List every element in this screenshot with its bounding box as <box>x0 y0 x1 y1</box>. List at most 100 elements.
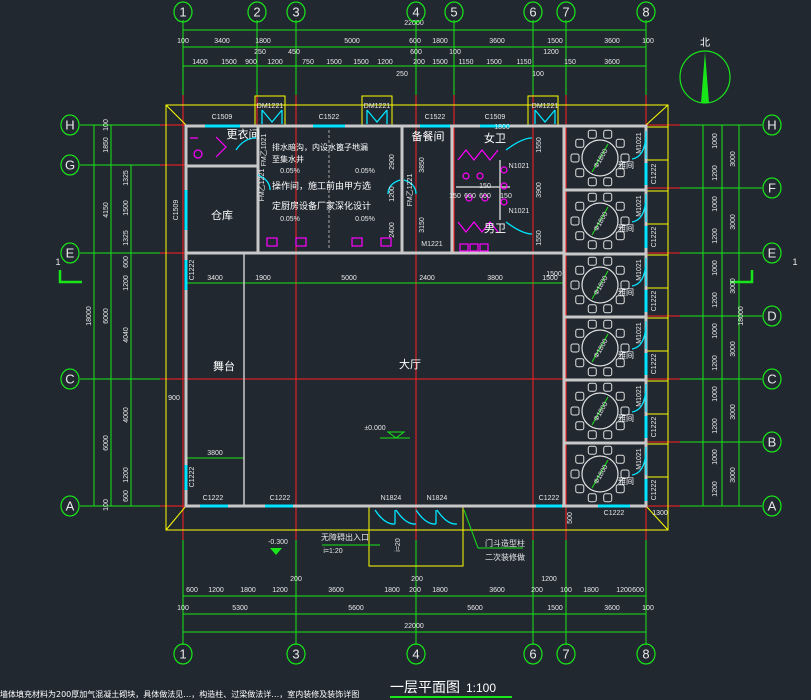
dim-interior: 1550 <box>536 230 543 246</box>
dim-bottom: 1200 <box>272 587 288 594</box>
dim-right: 1000 <box>712 260 719 276</box>
window-label: C1509 <box>485 114 506 121</box>
dim-interior: 3900 <box>536 182 543 198</box>
window-label: C1222 <box>189 467 196 488</box>
private-room-label: 雅间 <box>618 350 634 360</box>
chair <box>570 343 580 353</box>
axis-bubble-top: 6 <box>523 1 543 23</box>
dim-top: 1150 <box>458 59 473 66</box>
private-room-label: 雅间 <box>618 413 634 423</box>
dim-right: 1200 <box>712 355 719 371</box>
table-size: Φ1800 <box>593 464 610 486</box>
dim-right: 3000 <box>730 467 737 483</box>
chair <box>570 280 580 290</box>
table-size: Φ1800 <box>593 275 610 297</box>
dim-bottom: 600 <box>632 587 644 594</box>
dim-bottom: 600 <box>186 587 198 594</box>
dim-right: 3000 <box>730 278 737 294</box>
dim-top: 1500 <box>432 59 448 66</box>
dim-top: 1150 <box>516 59 531 66</box>
axis-bubble-left-label: G <box>65 158 75 173</box>
window-label: C1522 <box>319 114 340 121</box>
door-label: N1824 <box>381 495 402 502</box>
dim-bottom: 1800 <box>384 587 400 594</box>
chair <box>575 391 585 401</box>
dim-hall: 1500 <box>542 275 558 282</box>
dim-top: 1200 <box>377 59 393 66</box>
axis-bubble-left: A <box>60 495 80 517</box>
north-label: 北 <box>700 37 710 49</box>
dim-left: 18000 <box>86 306 93 326</box>
fixtures <box>190 130 508 252</box>
axis-bubble-left: H <box>60 114 80 136</box>
dim-top-total: 22000 <box>404 20 424 27</box>
axis-bubble-bottom-label: 4 <box>412 647 419 662</box>
chair <box>570 406 580 416</box>
dim-hall: 3800 <box>487 275 503 282</box>
axis-bubble-left-label: H <box>65 118 74 133</box>
dim-top: 1800 <box>255 38 271 45</box>
table-size: Φ1800 <box>593 401 610 423</box>
dim-left: 1325 <box>123 170 130 186</box>
chair <box>615 454 625 464</box>
kitchen-note-3: 操作间，施工前由甲方选 <box>272 180 371 192</box>
chair <box>603 430 613 440</box>
private-room-label: 雅间 <box>618 160 634 170</box>
axis-bubble-top-label: 4 <box>412 5 419 20</box>
room-stage: 舞台 <box>213 359 235 373</box>
round-table <box>581 455 619 493</box>
chair <box>603 445 613 455</box>
dim-top: 3400 <box>214 38 230 45</box>
axis-bubble-bottom-label: 1 <box>179 647 186 662</box>
room-labels: 更衣间 仓库 备餐间 女卫 男卫 舞台 大厅 排水暗沟，内设水篦子地漏 至集水井… <box>211 127 506 373</box>
chair <box>603 493 613 503</box>
dim-hall: 1900 <box>255 275 271 282</box>
canopy-note-1: 门斗造型柱 <box>485 538 525 548</box>
axis-bubble-right: D <box>762 305 782 327</box>
dim-top: 250 <box>254 49 266 56</box>
chair <box>603 304 613 314</box>
dim-top: 3600 <box>604 59 620 66</box>
dim-bottom: 1200 <box>208 587 224 594</box>
chair <box>603 240 613 250</box>
chair <box>570 153 580 163</box>
dim-interior: 900 <box>168 395 180 402</box>
axis-bubble-bottom-label: 3 <box>292 647 299 662</box>
dim-interior: 1800 <box>494 124 510 131</box>
chair <box>587 382 597 392</box>
dim-top: 5000 <box>344 38 360 45</box>
axis-bubble-top: 4 <box>406 1 426 23</box>
dim-top: 3600 <box>604 38 620 45</box>
axis-bubble-bottom: 1 <box>173 643 193 665</box>
ramp-arrow: i=20 <box>395 538 402 552</box>
chair <box>587 367 597 377</box>
dim-interior: 2400 <box>389 222 396 238</box>
dim-left: 4150 <box>103 202 110 218</box>
dim-interior: 3150 <box>419 217 426 233</box>
chair <box>587 129 597 139</box>
chair <box>575 201 585 211</box>
window-label: C1222 <box>604 510 625 517</box>
dim-top: 100 <box>449 49 461 56</box>
section-marks: 1 1 <box>55 257 798 284</box>
door-label: DM1221 <box>532 103 559 110</box>
dim-right: 3000 <box>730 151 737 167</box>
chair <box>615 168 625 178</box>
chair <box>615 358 625 368</box>
axis-bubble-right-label: E <box>768 246 777 261</box>
dim-top: 1400 <box>192 59 208 66</box>
dim-interior: 0.05% <box>355 216 375 223</box>
round-table <box>581 392 619 430</box>
room-male-wc: 男卫 <box>484 222 506 235</box>
dim-hall: 5000 <box>341 275 357 282</box>
dim-interior: 0.05% <box>280 216 300 223</box>
dim-interior: 1300 <box>652 510 668 517</box>
chair <box>620 280 630 290</box>
table-size: Φ1800 <box>593 338 610 360</box>
table-size: Φ1800 <box>593 148 610 170</box>
axis-bubble-right: A <box>762 495 782 517</box>
dim-top: 600 <box>409 38 421 45</box>
